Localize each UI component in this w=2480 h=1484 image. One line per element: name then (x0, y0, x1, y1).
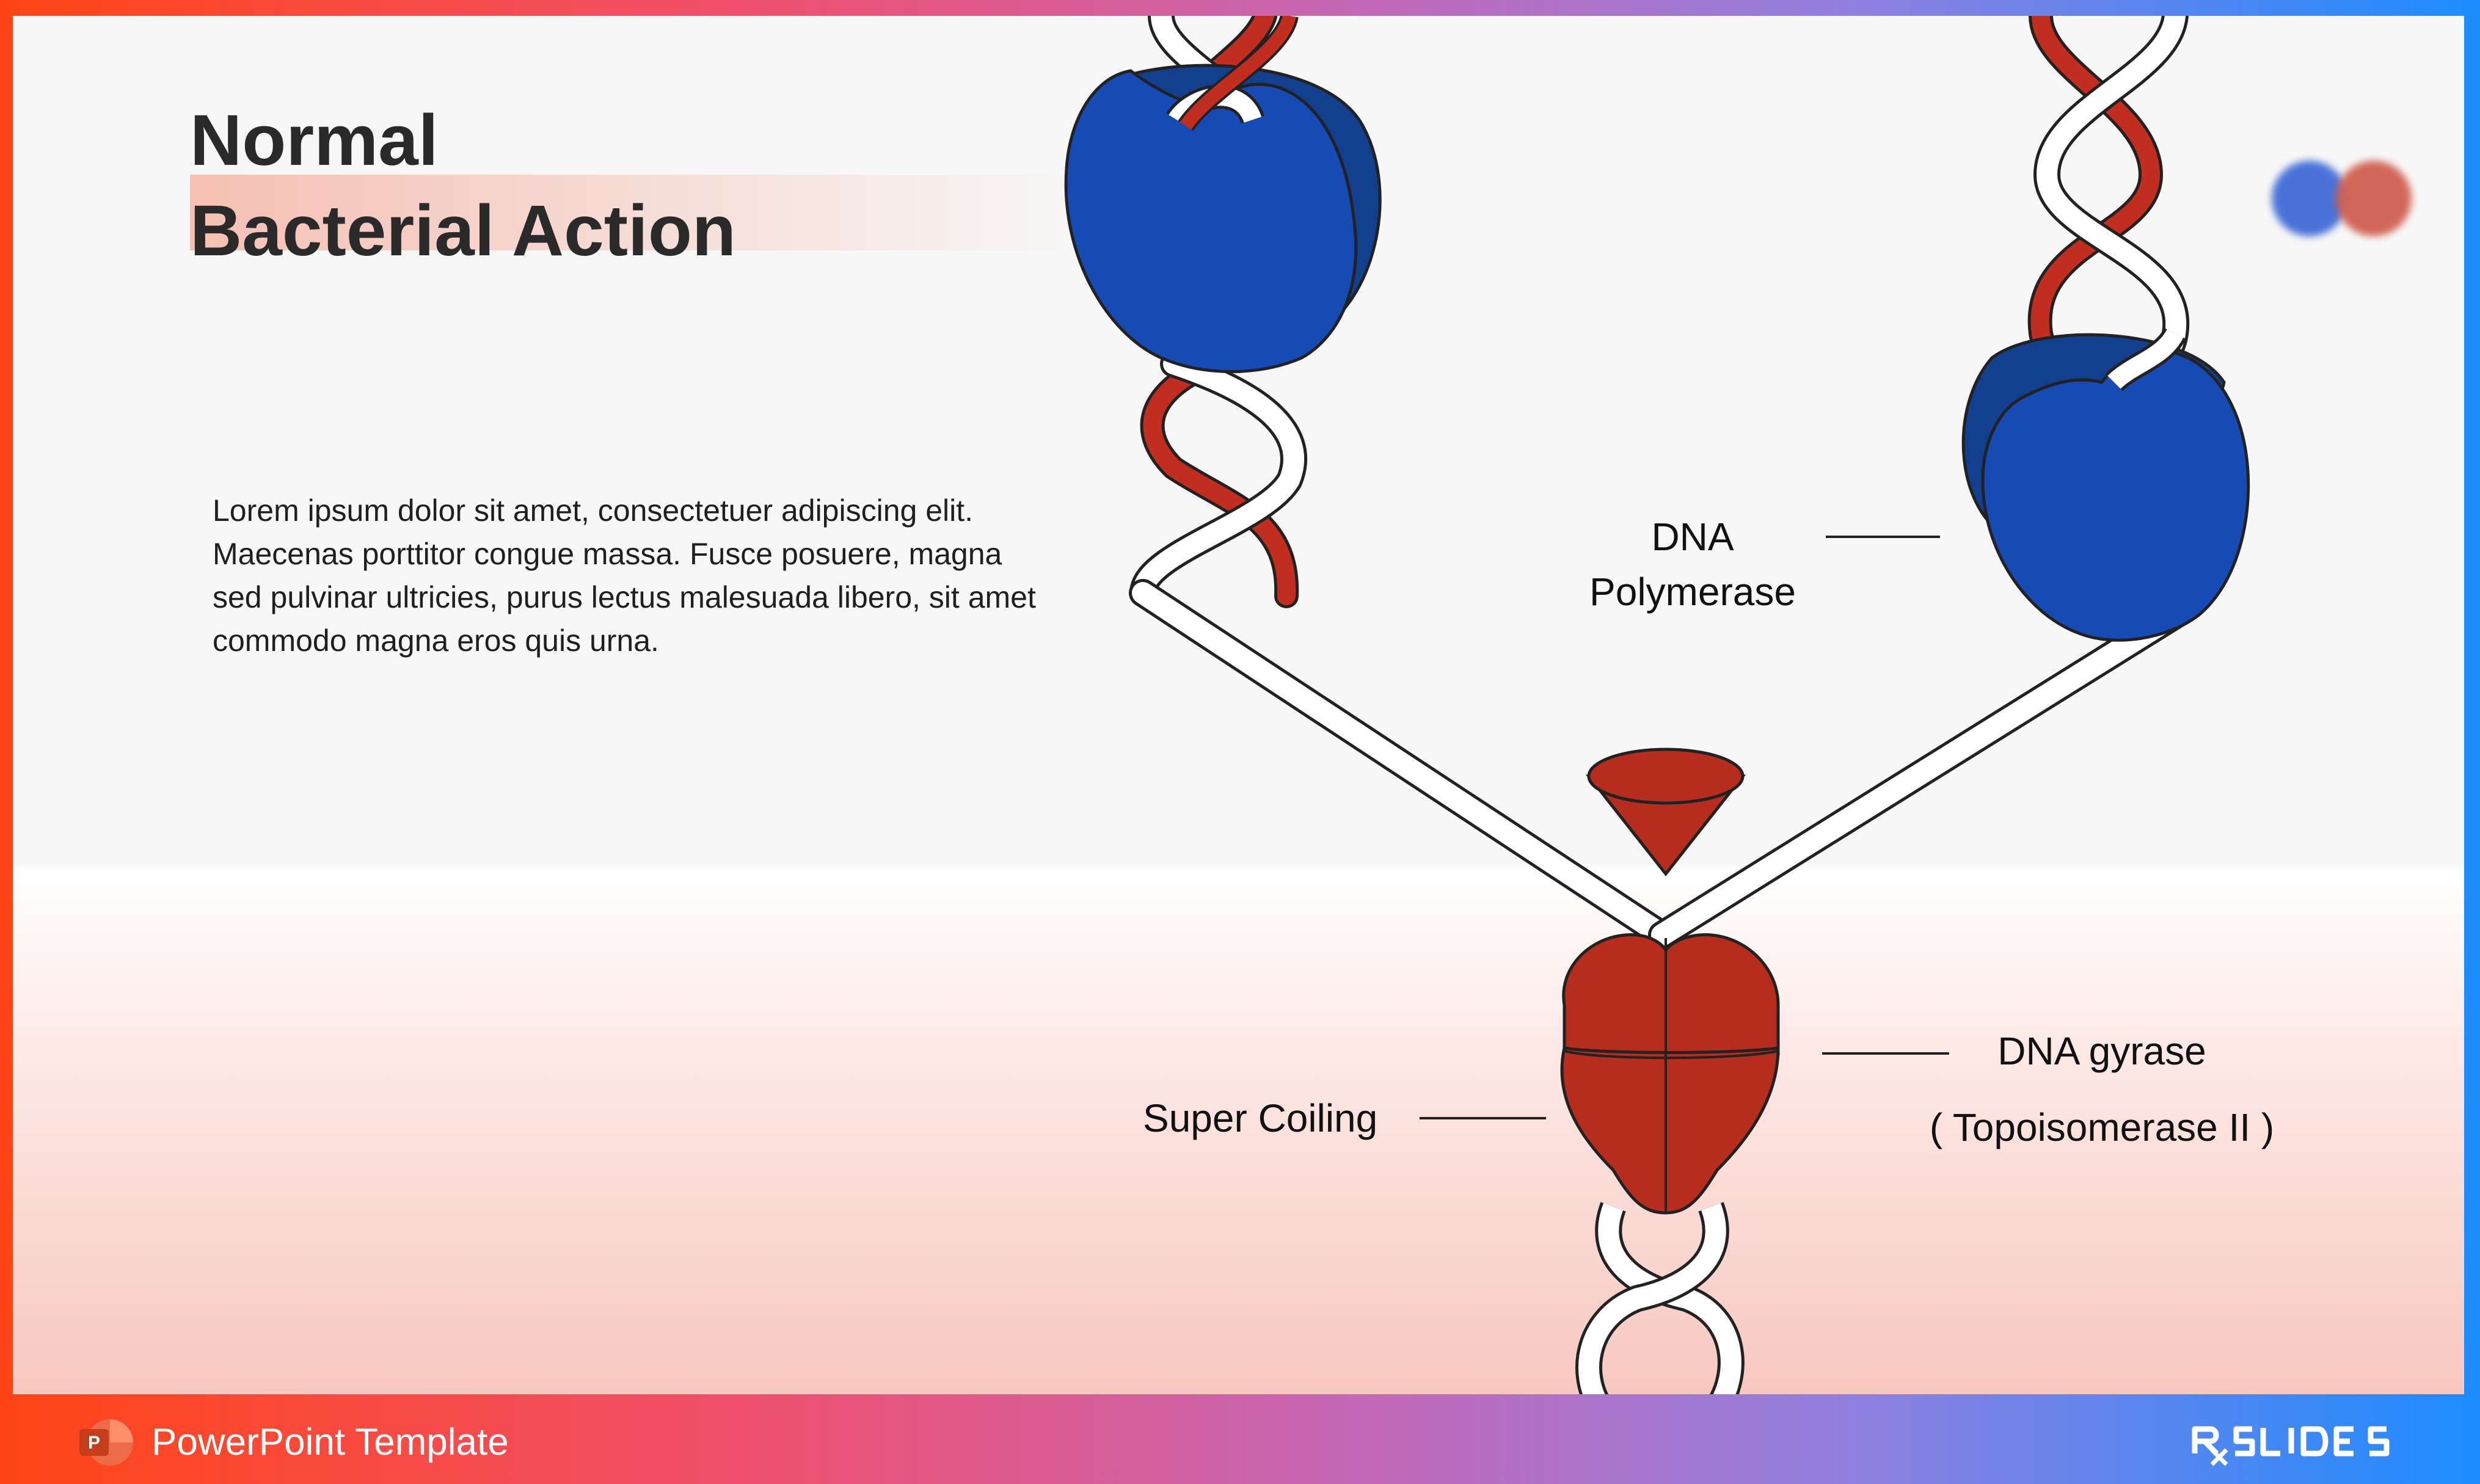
label-dna-gyrase-line1: DNA gyrase (1997, 1029, 2206, 1073)
title-line-2: Bacterial Action (190, 191, 736, 271)
label-dna-gyrase: DNA gyrase ( Topoisomerase II ) (1867, 1024, 2337, 1155)
red-dot (2336, 161, 2412, 236)
label-dna-polymerase-line1: DNA (1651, 515, 1734, 559)
footer-template-label: PowerPoint Template (151, 1421, 509, 1463)
rxslides-logo (2192, 1426, 2390, 1466)
body-paragraph: Lorem ipsum dolor sit amet, consectetuer… (213, 493, 1036, 658)
slide-canvas: Normal Bacterial Action Lorem ipsum dolo… (13, 16, 2464, 1394)
right-dna-polymerase (1961, 327, 2250, 642)
powerpoint-icon: P (79, 1419, 133, 1466)
label-dna-polymerase: DNA Polymerase (1479, 509, 1906, 619)
blue-dot (2272, 161, 2347, 236)
slide-title: Normal Bacterial Action (190, 95, 736, 276)
svg-text:P: P (88, 1433, 100, 1453)
title-line-1: Normal (190, 100, 439, 181)
left-dna-polymerase (1064, 16, 1382, 373)
decorative-dots (2259, 148, 2443, 246)
dna-replication-diagram (1064, 16, 2250, 1394)
dna-gyrase-enzyme (1560, 933, 1780, 1215)
label-dna-gyrase-line2: ( Topoisomerase II ) (1929, 1105, 2275, 1149)
title-highlight (190, 175, 1088, 250)
label-super-coiling: Super Coiling (1143, 1096, 1378, 1140)
bottom-dna-helix (1575, 1202, 1745, 1394)
red-cone-enzyme (1585, 747, 1746, 877)
label-dna-polymerase-line2: Polymerase (1589, 570, 1796, 614)
